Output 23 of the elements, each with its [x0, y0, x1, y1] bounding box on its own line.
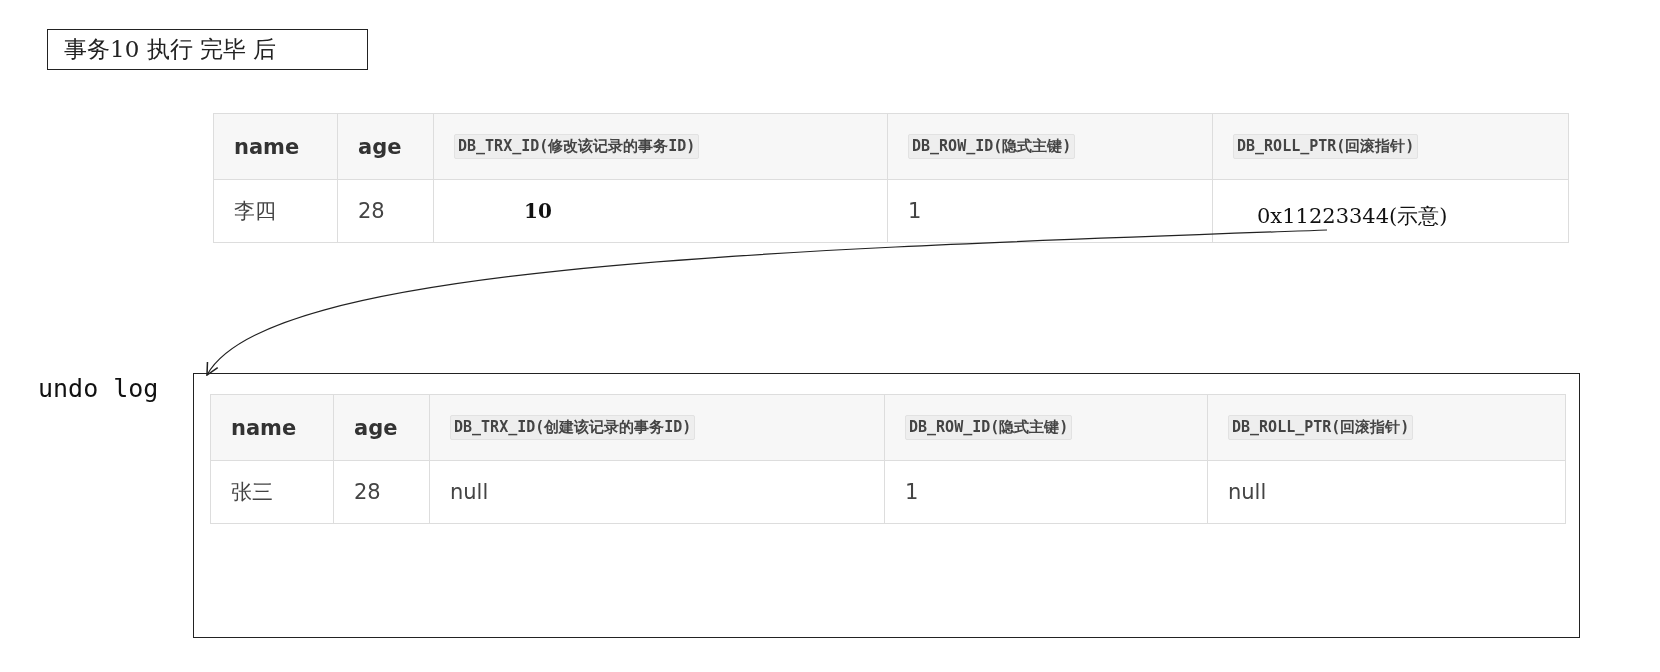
table-cell: 1: [885, 461, 1208, 524]
pointer-value: 0x11223344(示意): [1257, 202, 1448, 230]
column-header: age: [358, 134, 402, 159]
column-header: DB_TRX_ID(创建该记录的事务ID): [450, 415, 696, 440]
table-cell: null: [1208, 461, 1566, 524]
column-header: name: [234, 134, 300, 159]
table-cell: 1: [888, 180, 1213, 243]
column-header: DB_ROLL_PTR(回滚指针): [1228, 415, 1414, 440]
column-header: DB_TRX_ID(修改该记录的事务ID): [454, 134, 700, 159]
column-header: DB_ROLL_PTR(回滚指针): [1233, 134, 1419, 159]
column-header: name: [231, 415, 297, 440]
table-cell: 张三: [211, 461, 334, 524]
table-cell: 李四: [214, 180, 338, 243]
table-cell: null: [430, 461, 885, 524]
column-header: age: [354, 415, 398, 440]
table-cell: 28: [338, 180, 434, 243]
title-box: 事务10 执行 完毕 后: [47, 29, 368, 70]
column-header: DB_ROW_ID(隐式主键): [908, 134, 1076, 159]
arrow: [206, 229, 1328, 376]
table-cell: 10: [434, 180, 888, 243]
undo-log-heading: undo log: [38, 374, 159, 403]
column-header: DB_ROW_ID(隐式主键): [905, 415, 1073, 440]
table-cell: 28: [334, 461, 430, 524]
